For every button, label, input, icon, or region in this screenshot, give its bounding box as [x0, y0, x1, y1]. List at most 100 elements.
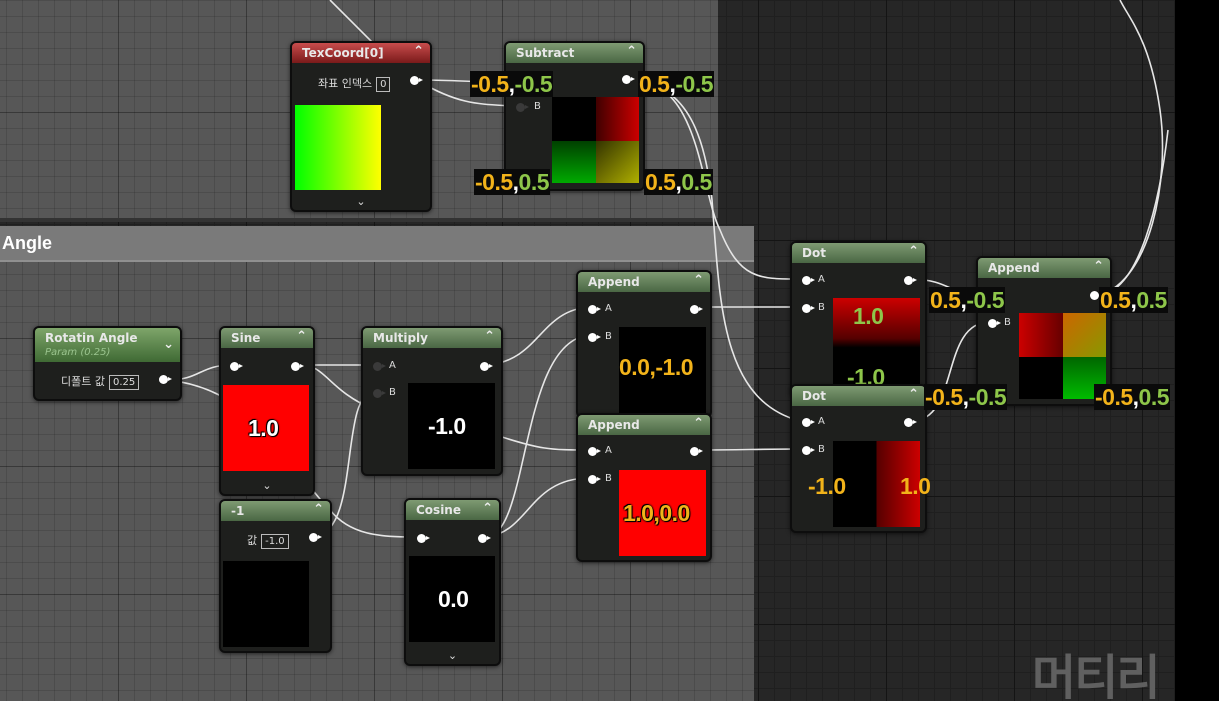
input-pin[interactable]	[417, 534, 430, 543]
input-pin-a[interactable]	[588, 447, 601, 456]
node-title: Append	[588, 418, 640, 432]
node-dot-bottom[interactable]: Dot ⌃ A B -1.0 1.0	[790, 384, 931, 533]
input-pin-b[interactable]	[516, 103, 529, 112]
node-header[interactable]: Append ⌃	[978, 258, 1110, 278]
expand-icon[interactable]: ⌄	[356, 195, 366, 208]
input-pin-b[interactable]	[802, 446, 815, 455]
coordinate-index-value[interactable]: 0	[376, 77, 391, 92]
coordinate-index-label: 좌표 인덱스	[318, 77, 373, 90]
output-pin[interactable]	[622, 75, 635, 84]
output-pin[interactable]	[690, 305, 703, 314]
output-pin[interactable]	[309, 533, 322, 542]
node-subtract[interactable]: Subtract ⌃ B	[504, 41, 645, 191]
node-title: Cosine	[416, 503, 461, 517]
comment-title-bar[interactable]: Angle	[0, 226, 754, 262]
dropdown-icon[interactable]: ⌄	[163, 337, 174, 352]
overlay-subtract-bottom-right: 0.5,0.5	[644, 169, 713, 195]
node-header[interactable]: Dot ⌃	[792, 386, 925, 406]
node-constant-neg-one[interactable]: -1 ⌃ 값-1.0	[219, 499, 332, 653]
collapse-icon[interactable]: ⌃	[296, 329, 307, 344]
node-header[interactable]: Sine ⌃	[221, 328, 313, 348]
constant-value-field[interactable]: 값-1.0	[247, 532, 289, 549]
output-pin[interactable]	[690, 447, 703, 456]
node-title: Rotatin Angle	[45, 331, 138, 345]
node-header[interactable]: Cosine ⌃	[406, 500, 499, 520]
node-header[interactable]: Append ⌃	[578, 272, 710, 292]
output-pin[interactable]	[1090, 291, 1103, 300]
collapse-icon[interactable]: ⌃	[693, 273, 704, 288]
collapse-icon[interactable]: ⌃	[413, 44, 424, 59]
output-pin[interactable]	[478, 534, 491, 543]
node-header[interactable]: Rotatin Angle Param (0.25) ⌄	[35, 328, 180, 362]
pin-label-a: A	[605, 445, 612, 456]
expand-icon[interactable]: ⌄	[262, 479, 272, 492]
node-dot-top[interactable]: Dot ⌃ A B 1.0 -1.0	[790, 241, 927, 397]
output-pin[interactable]	[904, 276, 917, 285]
node-header[interactable]: Dot ⌃	[792, 243, 925, 263]
default-value-input[interactable]: 0.25	[108, 375, 140, 390]
overlay-dot-output: -0.5,-0.5	[924, 384, 1008, 410]
input-pin-b[interactable]	[588, 333, 601, 342]
dot-bottom-preview: -1.0 1.0	[808, 441, 931, 527]
collapse-icon[interactable]: ⌃	[626, 44, 637, 59]
node-cosine[interactable]: Cosine ⌃ 0.0 ⌄	[404, 498, 501, 666]
node-append-top[interactable]: Append ⌃ A B 0.0,-1.0	[576, 270, 712, 418]
constant-value-input[interactable]: -1.0	[261, 534, 289, 549]
overlay-final-top-right: 0.5,0.5	[1099, 287, 1168, 313]
input-pin-a[interactable]	[802, 418, 815, 427]
input-pin-a[interactable]	[802, 276, 815, 285]
node-title: Append	[588, 275, 640, 289]
append-bottom-preview: 1.0,0.0	[619, 470, 706, 556]
input-pin-b[interactable]	[802, 304, 815, 313]
node-subtitle: Param (0.25)	[45, 347, 111, 358]
output-pin[interactable]	[480, 362, 493, 371]
node-header[interactable]: -1 ⌃	[221, 501, 330, 521]
collapse-icon[interactable]: ⌃	[1093, 259, 1104, 274]
node-header[interactable]: Subtract ⌃	[506, 43, 643, 63]
node-multiply[interactable]: Multiply ⌃ A B -1.0	[361, 326, 503, 476]
node-header[interactable]: Append ⌃	[578, 415, 710, 435]
input-pin-a[interactable]	[373, 362, 386, 371]
pin-label-a: A	[818, 274, 825, 285]
pin-label-b: B	[605, 331, 612, 342]
input-pin-b[interactable]	[373, 389, 386, 398]
output-pin[interactable]	[904, 418, 917, 427]
node-sine[interactable]: Sine ⌃ 1.0 ⌄	[219, 326, 315, 496]
node-header[interactable]: TexCoord[0] ⌃	[292, 43, 430, 63]
collapse-icon[interactable]: ⌃	[313, 502, 324, 517]
subtract-preview	[552, 97, 639, 183]
node-append-final[interactable]: Append ⌃ B	[976, 256, 1112, 406]
collapse-icon[interactable]: ⌃	[484, 329, 495, 344]
input-pin-b[interactable]	[988, 319, 1001, 328]
material-graph-canvas[interactable]: Angle TexCoord[0]	[0, 0, 1175, 701]
output-pin[interactable]	[410, 76, 423, 85]
pin-label-b: B	[818, 444, 825, 455]
preview-value: 0.0	[438, 586, 469, 612]
collapse-icon[interactable]: ⌃	[908, 244, 919, 259]
node-header[interactable]: Multiply ⌃	[363, 328, 501, 348]
input-pin[interactable]	[230, 362, 243, 371]
output-pin[interactable]	[159, 375, 172, 384]
input-pin-b[interactable]	[588, 475, 601, 484]
node-append-bottom[interactable]: Append ⌃ A B 1.0,0.0	[576, 413, 712, 562]
pin-label-a: A	[605, 303, 612, 314]
collapse-icon[interactable]: ⌃	[482, 501, 493, 516]
output-pin[interactable]	[291, 362, 304, 371]
expand-icon[interactable]: ⌄	[447, 649, 458, 662]
dot-top-preview: 1.0 -1.0	[833, 298, 920, 390]
default-value-label: 디폴트 값	[61, 375, 105, 388]
collapse-icon[interactable]: ⌃	[693, 416, 704, 431]
node-title: Subtract	[516, 46, 575, 60]
input-pin-a[interactable]	[588, 305, 601, 314]
right-panel-edge	[1175, 0, 1219, 701]
append-top-preview: 0.0,-1.0	[619, 327, 706, 413]
cosine-preview: 0.0	[409, 556, 495, 642]
collapse-icon[interactable]: ⌃	[908, 387, 919, 402]
constant-value-label: 값	[247, 534, 258, 547]
preview-value: 1.0,0.0	[623, 500, 690, 526]
material-mode-watermark: 머티리	[1032, 650, 1160, 701]
